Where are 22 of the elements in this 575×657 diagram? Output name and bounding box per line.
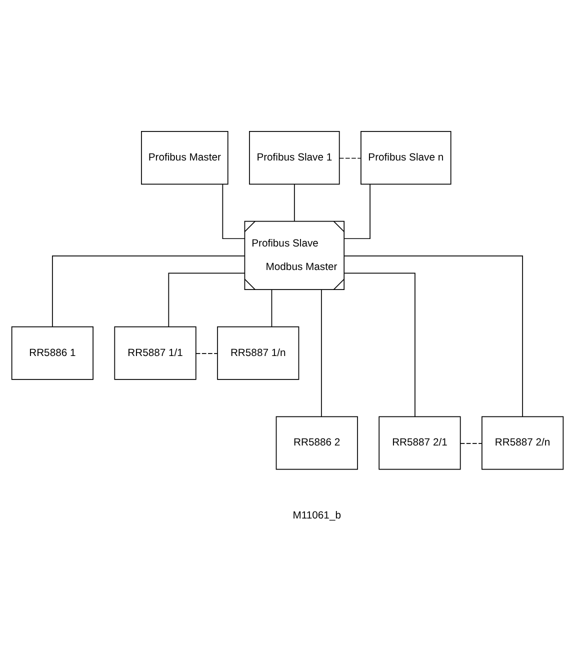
connector — [52, 255, 245, 327]
connector — [339, 158, 362, 159]
connector — [271, 289, 272, 327]
connector — [294, 184, 295, 222]
connector — [344, 272, 416, 417]
node-box: Profibus Slave n — [360, 131, 452, 185]
node-box: RR5887 2/n — [482, 416, 564, 470]
connector — [195, 353, 218, 354]
node-box: RR5887 1/1 — [114, 326, 196, 380]
connector — [320, 289, 322, 418]
node-box: Profibus Master — [141, 131, 228, 185]
connector — [168, 272, 246, 328]
connector — [222, 184, 246, 240]
label: M11061_b — [292, 510, 341, 522]
node-box: RR5886 1 — [11, 326, 94, 380]
connector — [460, 443, 482, 444]
node-box: RR5886 2 — [276, 416, 358, 470]
node-box: RR5887 2/1 — [378, 416, 461, 470]
node-box: Profibus Slave 1 — [249, 131, 340, 185]
node-box: RR5887 1/n — [217, 326, 300, 380]
connector — [344, 255, 523, 418]
connector — [344, 184, 370, 240]
